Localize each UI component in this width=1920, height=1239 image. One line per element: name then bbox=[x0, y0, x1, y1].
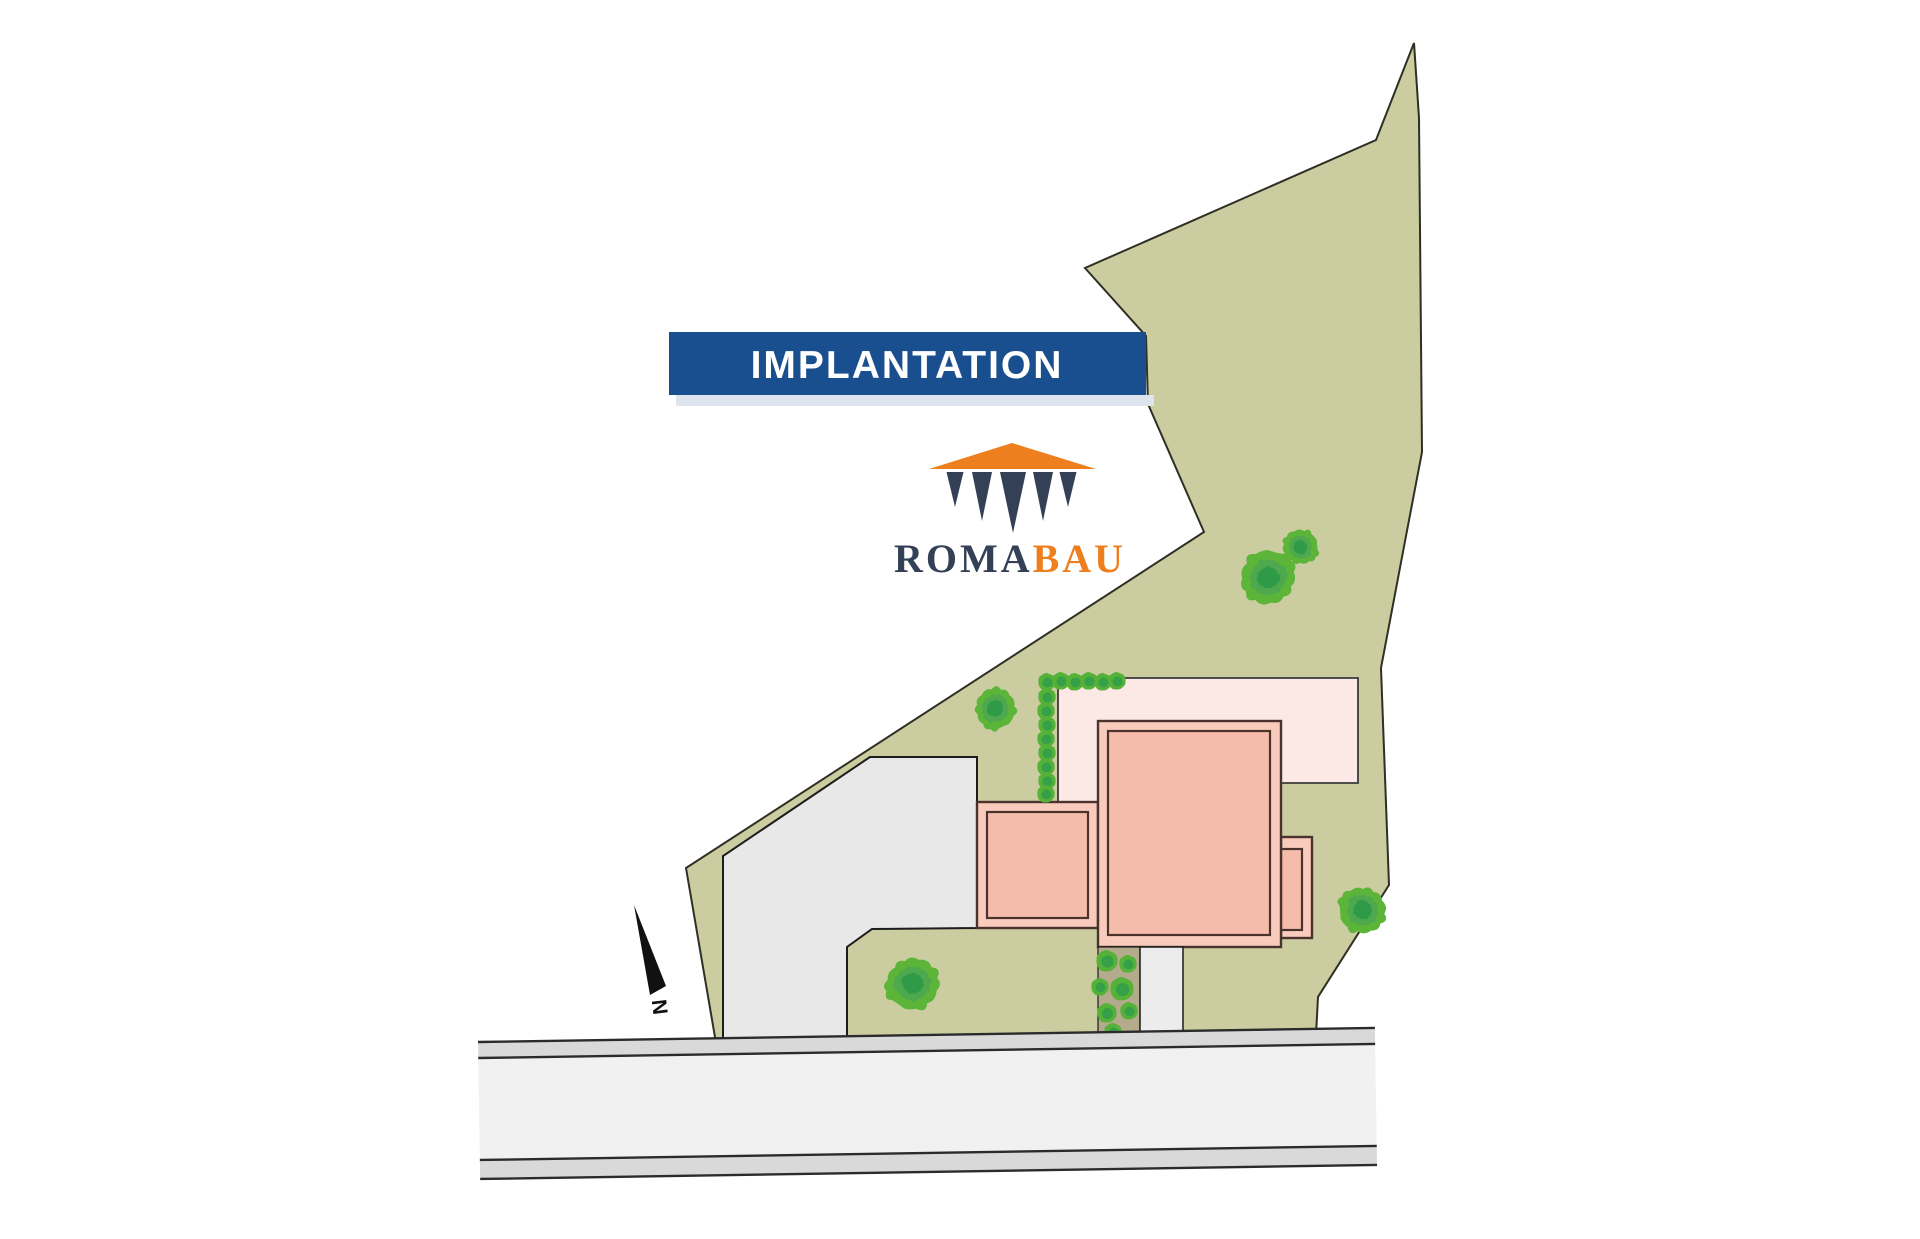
logo-pillar-icon bbox=[1059, 472, 1077, 507]
road-lane-line bbox=[479, 1144, 1377, 1162]
banner-background bbox=[669, 332, 1146, 395]
logo-pillar-icon bbox=[972, 472, 992, 521]
banner-shadow bbox=[676, 395, 1154, 406]
road-edge-line bbox=[477, 1026, 1375, 1044]
shrub bbox=[1091, 978, 1109, 996]
shrub bbox=[1119, 955, 1137, 973]
shrub bbox=[1110, 977, 1134, 1001]
road-shoulder-top bbox=[477, 1027, 1376, 1058]
shrub bbox=[1097, 1003, 1117, 1023]
road-surface bbox=[478, 1043, 1377, 1160]
hedge bbox=[1037, 672, 1126, 803]
buildings bbox=[975, 719, 1314, 949]
logo-wordmark: ROMABAU bbox=[894, 536, 1126, 581]
north-label: N bbox=[648, 998, 673, 1016]
left-building-inner bbox=[985, 810, 1090, 920]
main-building-inner bbox=[1106, 729, 1272, 937]
romabau-logo: ROMABAU bbox=[894, 443, 1126, 581]
logo-pillar-icon bbox=[1033, 472, 1053, 521]
logo-roof-icon bbox=[929, 443, 1096, 469]
logo-pillar-icon bbox=[1000, 472, 1026, 533]
shrub bbox=[1096, 950, 1118, 972]
title-banner: IMPLANTATION bbox=[669, 332, 1154, 406]
page-title: IMPLANTATION bbox=[751, 344, 1064, 387]
logo-pillar-icon bbox=[946, 472, 964, 507]
north-compass: N bbox=[634, 905, 673, 1016]
north-arrow-icon bbox=[634, 905, 666, 995]
annex-building-inner bbox=[1279, 847, 1304, 932]
shrub bbox=[1120, 1002, 1138, 1020]
hedge-bush bbox=[1108, 672, 1126, 690]
entrance-walkway bbox=[1139, 946, 1184, 1035]
hedge-bush bbox=[1037, 785, 1055, 803]
road-shoulder-bottom bbox=[479, 1145, 1378, 1179]
road-lane-line bbox=[478, 1042, 1376, 1060]
logo-wordmark-roma: ROMA bbox=[894, 536, 1033, 581]
road-edge-line bbox=[480, 1163, 1378, 1181]
logo-wordmark-bau: BAU bbox=[1033, 536, 1126, 581]
road bbox=[477, 1026, 1378, 1181]
